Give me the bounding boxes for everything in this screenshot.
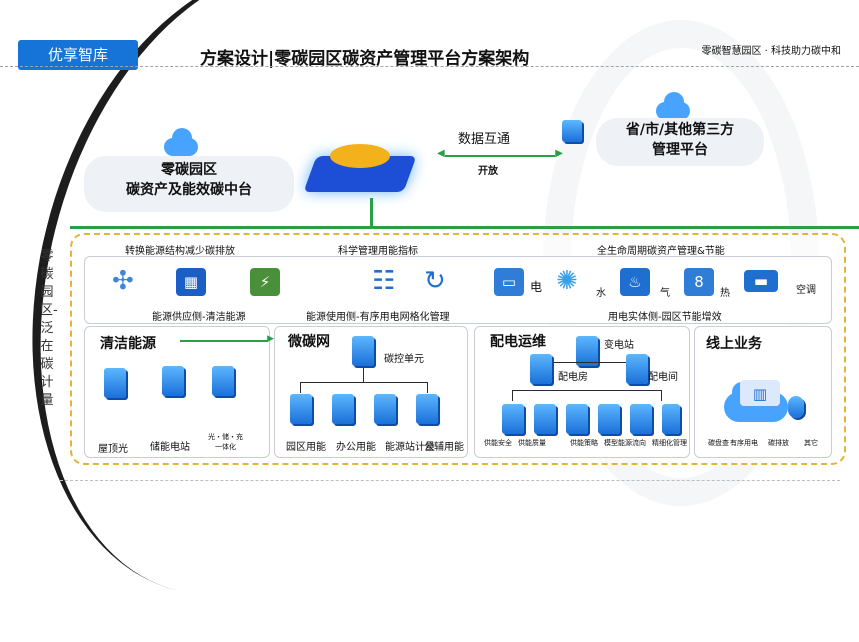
online-item-inventory: 碳盘查 bbox=[708, 438, 729, 448]
server-icon bbox=[598, 404, 620, 434]
micro-item-park: 园区用能 bbox=[286, 438, 326, 453]
micro-item-public: 公辅用能 bbox=[424, 438, 464, 453]
solar-panel-icon: ▦ bbox=[176, 268, 206, 296]
left-platform-pill: 零碳园区 碳资产及能效碳中台 bbox=[84, 156, 294, 212]
server-icon bbox=[566, 404, 588, 434]
server-icon-third-party bbox=[562, 120, 582, 142]
database-icon bbox=[788, 396, 804, 418]
server-icon bbox=[332, 394, 354, 424]
entity-side-label: 用电实体侧-园区节能增效 bbox=[608, 308, 722, 323]
schedule-icon: ☷ bbox=[372, 266, 395, 296]
open-label: 开放 bbox=[478, 162, 498, 177]
server-icon bbox=[104, 368, 126, 398]
dashboard-icon: ▥ bbox=[740, 380, 780, 406]
server-icon bbox=[162, 366, 184, 396]
supply-side-label: 能源供应侧-清洁能源 bbox=[152, 308, 246, 323]
utility-gas-label: 气 bbox=[660, 284, 670, 299]
slogan: 零碳智慧园区 · 科技助力碳中和 bbox=[701, 42, 841, 57]
wind-turbine-icon: ✣ bbox=[112, 266, 134, 296]
tree-connector bbox=[512, 390, 662, 401]
refresh-icon: ↻ bbox=[424, 266, 446, 296]
band-label-structure: 转换能源结构减少碳排放 bbox=[125, 242, 235, 257]
dist-item-strategy: 供能策略 bbox=[570, 438, 598, 448]
connector-vertical bbox=[370, 198, 373, 226]
right-platform-pill: 省/市/其他第三方 管理平台 bbox=[596, 118, 764, 166]
server-icon bbox=[374, 394, 396, 424]
online-business-title: 线上业务 bbox=[706, 333, 762, 353]
use-side-label: 能源使用侧-有序用电网格化管理 bbox=[306, 308, 450, 323]
micro-item-office: 办公用能 bbox=[336, 438, 376, 453]
cloud-icon-left bbox=[164, 138, 198, 156]
server-icon bbox=[502, 404, 524, 434]
clean-item-rooftop-pv: 屋顶光 bbox=[98, 440, 128, 455]
thermometer-icon: 8 bbox=[684, 268, 714, 296]
dist-item-fine-management: 精细化管理 bbox=[652, 438, 687, 448]
exchange-arrow bbox=[445, 155, 555, 157]
dist-node-cabinet: 配电间 bbox=[648, 368, 678, 383]
distribution-title: 配电运维 bbox=[490, 331, 546, 351]
server-icon bbox=[416, 394, 438, 424]
clean-energy-title: 清洁能源 bbox=[100, 333, 156, 353]
server-icon bbox=[626, 354, 648, 384]
ac-icon: ▬ bbox=[744, 270, 778, 292]
micro-node-label: 碳控单元 bbox=[384, 350, 424, 365]
clean-item-pv-storage-charging: 光・储・充 一体化 bbox=[208, 432, 243, 452]
tree-connector bbox=[300, 382, 428, 393]
server-icon bbox=[352, 336, 374, 366]
dist-item-flow: 模型能源流向 bbox=[604, 438, 646, 448]
flow-arrow bbox=[180, 340, 268, 342]
platform-core bbox=[330, 144, 390, 168]
band-label-lifecycle: 全生命周期碳资产管理&节能 bbox=[597, 242, 725, 257]
water-drop-icon: ✺ bbox=[556, 266, 578, 296]
utility-heat-label: 热 bbox=[720, 284, 730, 299]
dist-item-safety: 供能安全 bbox=[484, 438, 512, 448]
meter-icon: ▭ bbox=[494, 268, 524, 296]
online-item-orderly-power: 有序用电 bbox=[730, 438, 758, 448]
footer-divider bbox=[60, 480, 840, 481]
header-divider bbox=[0, 66, 859, 67]
clean-item-storage: 储能电站 bbox=[150, 438, 190, 453]
server-icon bbox=[630, 404, 652, 434]
utility-water-label: 水 bbox=[596, 284, 606, 299]
utility-ac-label: 空调 bbox=[796, 281, 816, 296]
carbon-platform-graphic bbox=[300, 128, 420, 198]
server-icon bbox=[212, 366, 234, 396]
server-icon bbox=[530, 354, 552, 384]
server-icon bbox=[534, 404, 556, 434]
dist-node-room: 配电房 bbox=[558, 368, 588, 383]
dist-item-quality: 供能质量 bbox=[518, 438, 546, 448]
micro-grid-title: 微碳网 bbox=[288, 331, 330, 351]
server-icon bbox=[290, 394, 312, 424]
flame-icon: ♨ bbox=[620, 268, 650, 296]
utility-electric-label: 电 bbox=[530, 278, 542, 295]
charging-pile-icon: ⚡ bbox=[250, 268, 280, 296]
online-item-other: 其它 bbox=[804, 438, 818, 448]
tree-connector bbox=[363, 368, 364, 382]
online-item-emission: 碳排放 bbox=[768, 438, 789, 448]
side-vertical-label: 零碳园区-泛在碳计量 bbox=[40, 248, 54, 410]
exchange-label: 数据互通 bbox=[458, 128, 510, 147]
server-icon bbox=[662, 404, 680, 434]
dist-node-substation: 变电站 bbox=[604, 336, 634, 351]
connector-horizontal bbox=[70, 226, 859, 229]
band-label-indicator: 科学管理用能指标 bbox=[338, 242, 418, 257]
